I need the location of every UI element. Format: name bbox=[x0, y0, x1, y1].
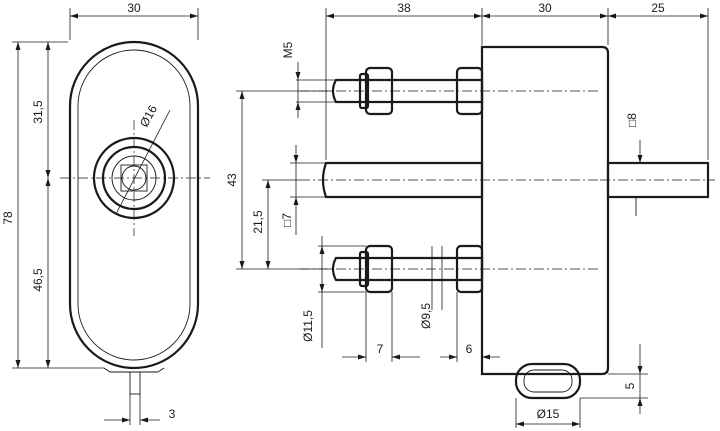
label-foot-width: 3 bbox=[169, 407, 176, 421]
label-spindle-square: □8 bbox=[625, 113, 639, 127]
label-flange-diameter: Ø11,5 bbox=[301, 310, 315, 342]
label-screw-spacing: 43 bbox=[225, 173, 239, 187]
dim-center-offset: 21,5 bbox=[251, 179, 300, 269]
front-view bbox=[60, 40, 210, 425]
label-center-offset: 21,5 bbox=[251, 210, 265, 234]
label-boss-length: 6 bbox=[466, 342, 473, 356]
label-side-body-length: 30 bbox=[538, 1, 552, 15]
label-total-height: 78 bbox=[1, 211, 15, 225]
dim-thread: M5 bbox=[281, 41, 336, 118]
front-body-outline bbox=[68, 40, 200, 370]
lower-screw bbox=[300, 244, 600, 294]
dim-foot-width: 3 bbox=[104, 407, 176, 423]
dim-boss-diameter: Ø9,5 bbox=[419, 246, 443, 329]
label-bottom-diameter: Ø15 bbox=[537, 407, 560, 421]
label-boss-diameter: Ø9,5 bbox=[419, 303, 433, 329]
label-lower-height: 46,5 bbox=[31, 268, 45, 292]
front-body-inner-outline bbox=[77, 49, 191, 361]
dim-flange-diameter: Ø11,5 bbox=[301, 236, 366, 348]
upper-screw bbox=[300, 66, 600, 116]
side-center-bar bbox=[321, 161, 484, 199]
label-side-left-length: 38 bbox=[397, 1, 411, 15]
label-front-width: 30 bbox=[127, 1, 141, 15]
dim-side-top: 38 30 25 bbox=[325, 1, 709, 160]
dim-front-heights: 78 31,5 46,5 bbox=[1, 41, 104, 369]
label-inner-square: □7 bbox=[280, 213, 294, 227]
label-upper-height: 31,5 bbox=[31, 100, 45, 124]
dim-front-width: 30 bbox=[69, 1, 199, 40]
label-cylinder-diameter: Ø16 bbox=[137, 103, 160, 130]
side-view bbox=[300, 45, 715, 400]
bottom-element bbox=[514, 362, 582, 400]
dim-screw-spacing: 43 bbox=[225, 90, 334, 270]
side-body-outline bbox=[480, 45, 610, 376]
dim-bottom-height: 5 bbox=[580, 344, 648, 414]
label-bottom-height: 5 bbox=[623, 382, 637, 389]
label-side-spindle-length: 25 bbox=[651, 1, 665, 15]
dim-bottom-diameter: Ø15 bbox=[515, 398, 581, 428]
label-thread: M5 bbox=[281, 41, 295, 58]
dim-lengths-bottom: 7 6 bbox=[342, 292, 500, 362]
front-foot bbox=[129, 371, 141, 395]
dim-inner-square: □7 bbox=[280, 145, 326, 235]
label-flange-length: 7 bbox=[377, 342, 384, 356]
